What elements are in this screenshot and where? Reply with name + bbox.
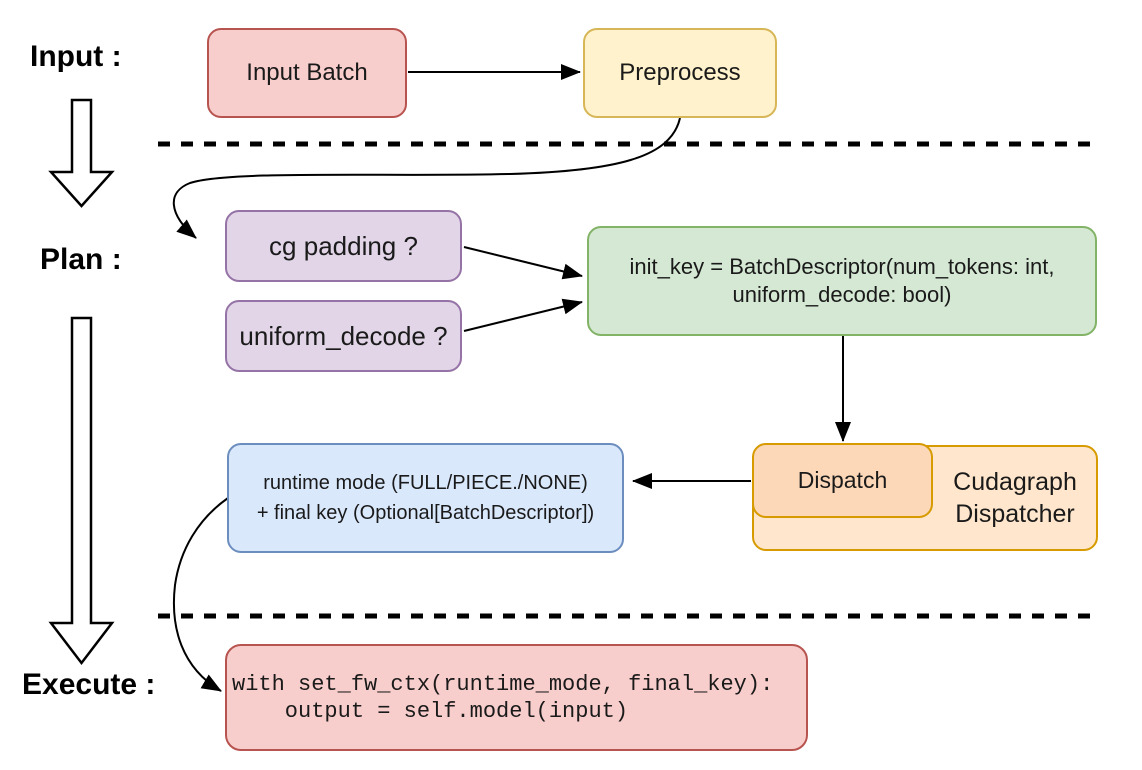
edge-runtime-mode-to-execute-code bbox=[172, 497, 229, 692]
section-label-plan: Plan : bbox=[40, 243, 122, 276]
edge-preprocess-to-cg-padding bbox=[172, 117, 681, 239]
node-dispatch: Dispatch bbox=[752, 443, 933, 518]
flow-arrow-plan-to-execute bbox=[48, 316, 115, 666]
edge-uniform-decode-to-init-key bbox=[463, 298, 583, 332]
node-uniform-decode: uniform_decode ? bbox=[225, 300, 462, 372]
node-init-key-line1: init_key = BatchDescriptor(num_tokens: i… bbox=[629, 254, 1055, 279]
node-uniform-decode-label: uniform_decode ? bbox=[239, 320, 448, 351]
node-preprocess: Preprocess bbox=[583, 28, 777, 118]
node-execute-code-line2: output = self.model(input) bbox=[232, 698, 629, 724]
node-cudagraph-dispatcher-line2: Dispatcher bbox=[955, 500, 1075, 528]
node-dispatch-label: Dispatch bbox=[797, 467, 888, 493]
node-preprocess-label: Preprocess bbox=[619, 59, 741, 86]
node-execute-code: with set_fw_ctx(runtime_mode, final_key)… bbox=[225, 644, 808, 751]
node-input-batch-label: Input Batch bbox=[246, 59, 368, 86]
node-cg-padding-label: cg padding ? bbox=[269, 230, 418, 261]
node-input-batch: Input Batch bbox=[207, 28, 407, 118]
node-cg-padding: cg padding ? bbox=[225, 210, 462, 282]
node-cudagraph-dispatcher-line1: Cudagraph bbox=[953, 468, 1077, 496]
node-init-key: init_key = BatchDescriptor(num_tokens: i… bbox=[587, 226, 1097, 336]
node-runtime-mode-line2: + final key (Optional[BatchDescriptor]) bbox=[256, 502, 595, 524]
node-init-key-line2: uniform_decode: bool) bbox=[732, 282, 952, 307]
node-runtime-mode: runtime mode (FULL/PIECE./NONE) + final … bbox=[227, 443, 624, 553]
section-label-execute: Execute : bbox=[22, 668, 156, 701]
node-runtime-mode-line1: runtime mode (FULL/PIECE./NONE) bbox=[263, 472, 588, 494]
flow-arrow-input-to-plan bbox=[48, 98, 115, 208]
edge-cg-padding-to-init-key bbox=[463, 246, 583, 280]
node-execute-code-line1: with set_fw_ctx(runtime_mode, final_key)… bbox=[232, 671, 774, 697]
section-label-input: Input : bbox=[30, 40, 122, 73]
